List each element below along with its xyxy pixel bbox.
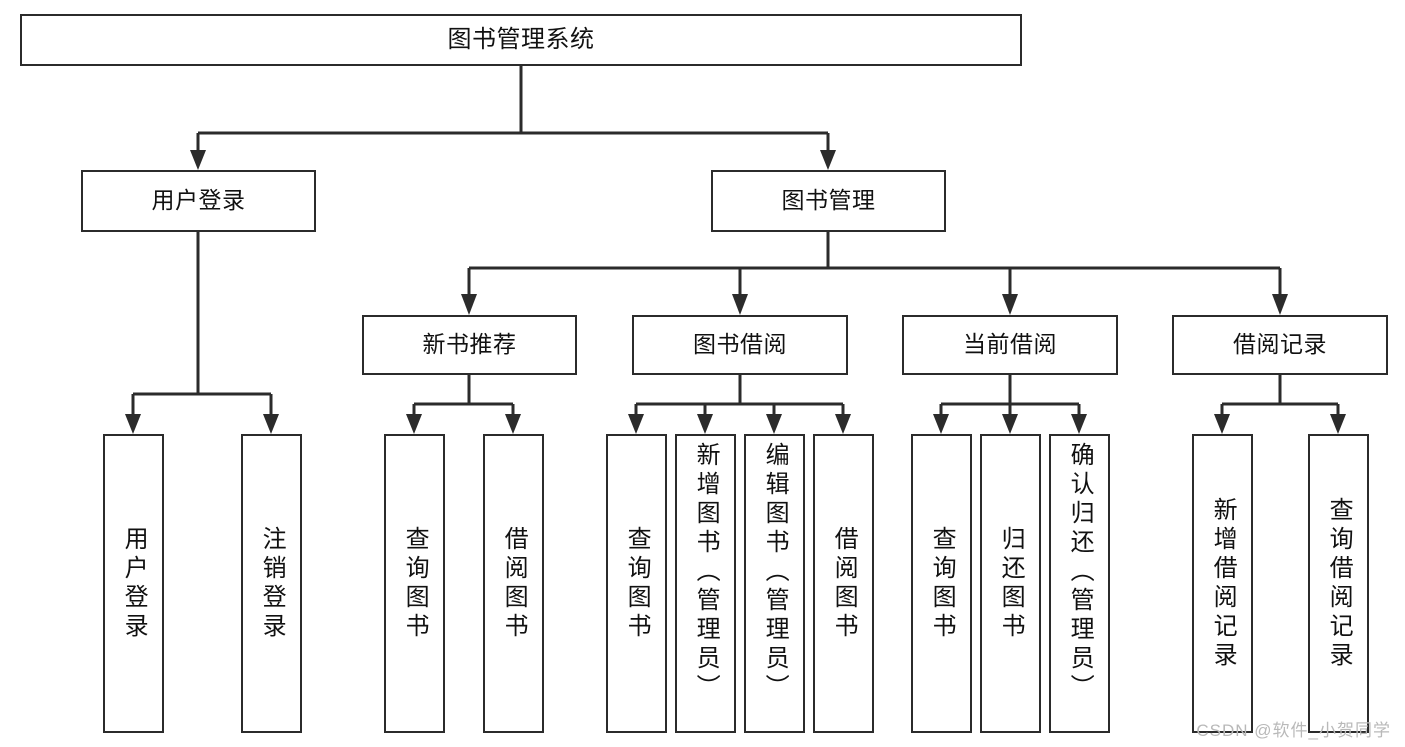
leaf-recommend-query-book[interactable]: 查询图书: [384, 434, 445, 733]
leaf-borrow-add-book-admin[interactable]: 新增图书（管理员）: [675, 434, 736, 733]
node-label: 借阅记录: [1233, 331, 1327, 358]
leaf-current-return-book[interactable]: 归还图书: [980, 434, 1041, 733]
node-label: 图书管理: [781, 187, 876, 214]
leaf-borrow-edit-book-admin[interactable]: 编辑图书（管理员）: [744, 434, 805, 733]
leaf-user-login-logout[interactable]: 注销登录: [241, 434, 302, 733]
node-label: 新增借阅记录: [1209, 496, 1237, 671]
node-label: 查询借阅记录: [1325, 496, 1353, 671]
leaf-current-confirm-return-admin[interactable]: 确认归还（管理员）: [1049, 434, 1110, 733]
node-label: 查询图书: [623, 525, 651, 642]
node-label: 当前借阅: [963, 331, 1057, 358]
node-label: 新增图书（管理员）: [692, 442, 720, 703]
leaf-record-add-record[interactable]: 新增借阅记录: [1192, 434, 1253, 733]
node-root-system[interactable]: 图书管理系统: [20, 14, 1022, 66]
node-label: 借阅图书: [500, 525, 528, 642]
node-label: 注销登录: [258, 525, 286, 642]
node-current-borrow[interactable]: 当前借阅: [902, 315, 1118, 375]
node-user-login[interactable]: 用户登录: [81, 170, 316, 232]
leaf-user-login-login[interactable]: 用户登录: [103, 434, 164, 733]
leaf-current-query-book[interactable]: 查询图书: [911, 434, 972, 733]
node-label: 用户登录: [120, 525, 148, 642]
node-new-book-recommend[interactable]: 新书推荐: [362, 315, 577, 375]
node-label: 图书借阅: [693, 331, 787, 358]
leaf-borrow-query-book[interactable]: 查询图书: [606, 434, 667, 733]
node-label: 用户登录: [151, 187, 246, 214]
node-book-borrow[interactable]: 图书借阅: [632, 315, 848, 375]
leaf-borrow-borrow-book[interactable]: 借阅图书: [813, 434, 874, 733]
node-label: 归还图书: [997, 525, 1025, 642]
node-label: 编辑图书（管理员）: [761, 442, 789, 703]
node-label: 查询图书: [928, 525, 956, 642]
node-label: 确认归还（管理员）: [1066, 442, 1094, 703]
node-label: 图书管理系统: [447, 25, 595, 53]
node-label: 新书推荐: [422, 331, 517, 358]
watermark-text: CSDN @软件_小贺同学: [1196, 721, 1391, 740]
leaf-record-query-record[interactable]: 查询借阅记录: [1308, 434, 1369, 733]
node-borrow-record[interactable]: 借阅记录: [1172, 315, 1388, 375]
leaf-recommend-borrow-book[interactable]: 借阅图书: [483, 434, 544, 733]
node-label: 借阅图书: [830, 525, 858, 642]
node-label: 查询图书: [401, 525, 429, 642]
node-book-management[interactable]: 图书管理: [711, 170, 946, 232]
